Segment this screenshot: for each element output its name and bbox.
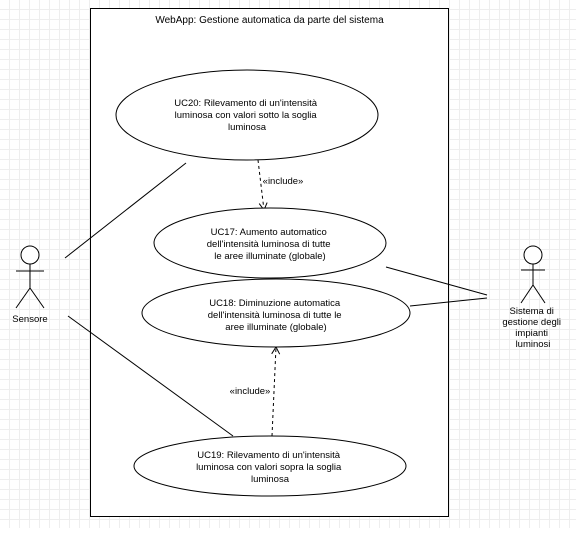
- use-case-uc20-label: UC20: Rilevamento di un'intensità lumino…: [174, 98, 319, 133]
- include-label-uc19-uc18: «include»: [230, 386, 271, 397]
- actor-sistema-impianti-label: Sistema di gestione degli impianti lumin…: [502, 306, 563, 350]
- use-case-uc19-shape: [133, 435, 407, 497]
- use-case-uc19[interactable]: UC19: Rilevamento di un'intensità lumino…: [133, 435, 407, 497]
- use-case-uc20-shape: [115, 69, 379, 161]
- system-title: WebApp: Gestione automatica da parte del…: [155, 15, 384, 26]
- actor-sensore-figure: [15, 245, 45, 309]
- use-case-uc20[interactable]: UC20: Rilevamento di un'intensità lumino…: [115, 69, 379, 161]
- use-case-uc17[interactable]: UC17: Aumento automatico dell'intensità …: [153, 207, 387, 279]
- actor-sistema-impianti[interactable]: Sistema di gestione degli impianti lumin…: [502, 245, 563, 350]
- actor-sensore-label: Sensore: [12, 314, 47, 325]
- association-sensore-uc19[interactable]: [67, 315, 234, 437]
- use-case-uc17-shape: [153, 207, 387, 279]
- use-case-uc19-label: UC19: Rilevamento di un'intensità lumino…: [196, 450, 344, 485]
- association-sensore-uc20[interactable]: [64, 162, 187, 259]
- use-case-uc18-shape: [141, 278, 411, 348]
- include-uc19-uc18[interactable]: [271, 345, 281, 437]
- actor-sistema-impianti-figure: [520, 245, 546, 304]
- association-sistema-uc18[interactable]: [409, 297, 488, 307]
- include-uc20-uc17[interactable]: [257, 159, 268, 212]
- use-case-uc17-label: UC17: Aumento automatico dell'intensità …: [207, 227, 333, 262]
- use-case-uc18-label: UC18: Diminuzione automatica dell'intens…: [208, 298, 344, 333]
- include-label-uc20-uc17: «include»: [263, 176, 304, 187]
- actor-sensore[interactable]: Sensore: [12, 245, 48, 325]
- use-case-uc18[interactable]: UC18: Diminuzione automatica dell'intens…: [141, 278, 411, 348]
- association-sistema-uc17[interactable]: [385, 266, 488, 296]
